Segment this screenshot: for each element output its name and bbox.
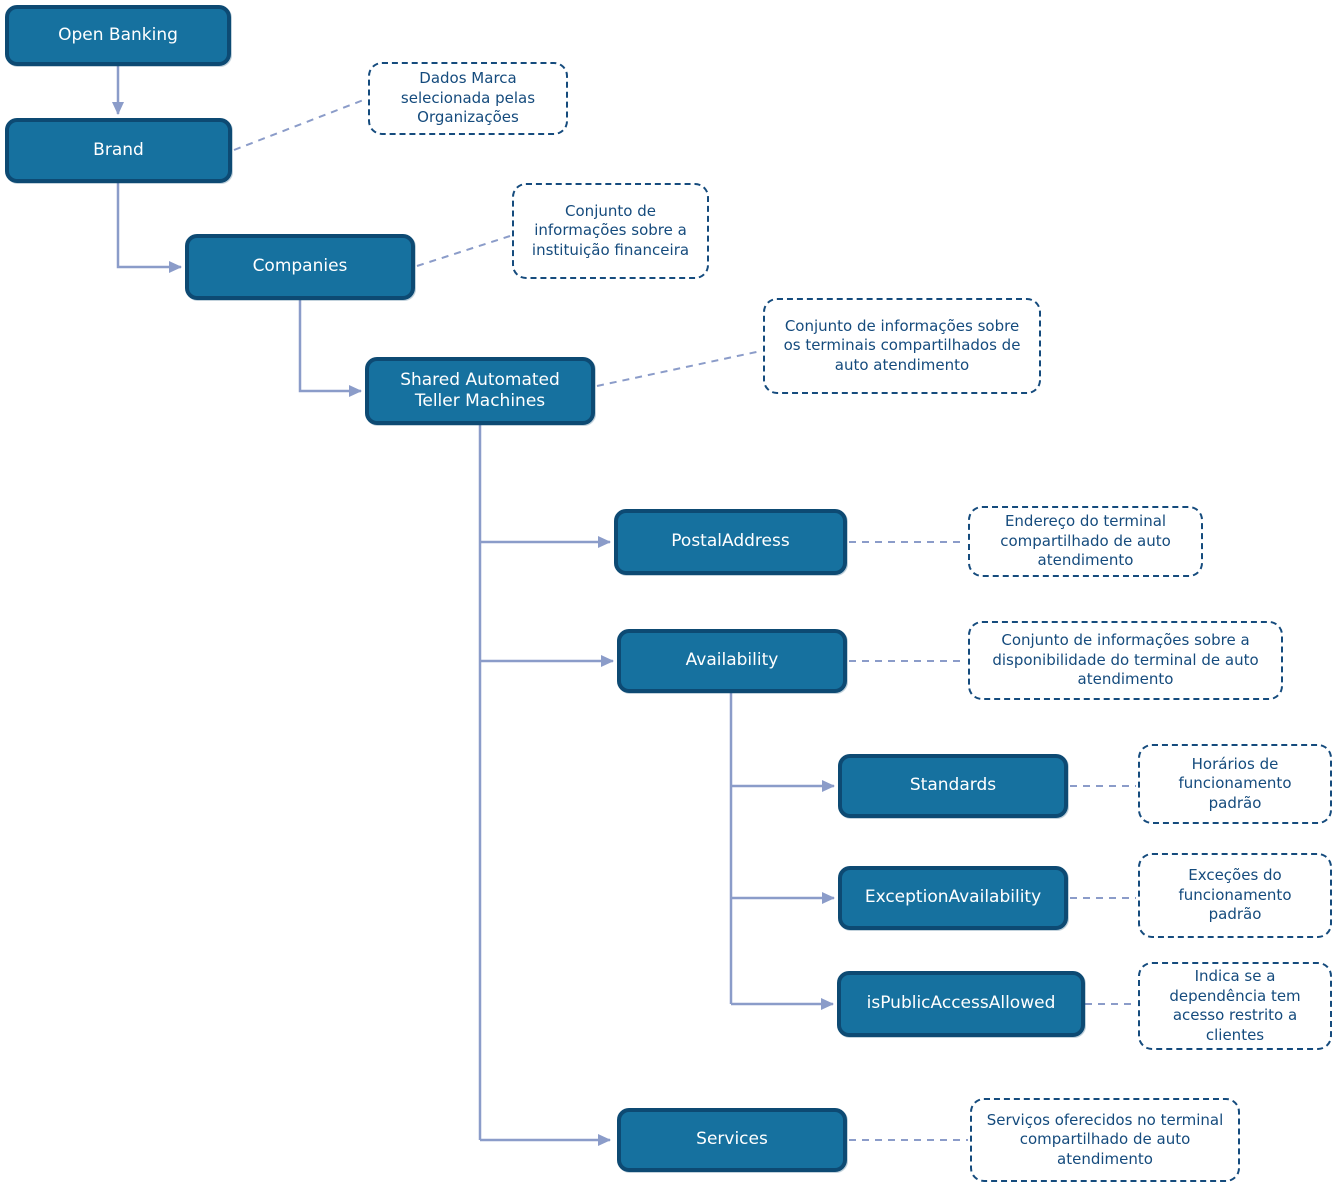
- callout-text: Serviços oferecidos no terminal comparti…: [986, 1110, 1224, 1168]
- callout-text: Conjunto de informações sobre a institui…: [531, 201, 690, 259]
- node-availability: Availability: [617, 629, 847, 693]
- callout-brand: Dados Marca selecionada pelas Organizaçõ…: [368, 62, 568, 135]
- callout-text: Exceções do funcionamento padrão: [1178, 866, 1292, 924]
- node-companies: Companies: [185, 234, 415, 300]
- node-label: Companies: [252, 256, 348, 277]
- node-label: Services: [696, 1129, 768, 1150]
- node-shared-atm: Shared Automated Teller Machines: [365, 357, 595, 425]
- solid-connectors: [112, 65, 835, 1146]
- node-label: Standards: [909, 775, 997, 796]
- connector-companies-satm: [298, 300, 362, 397]
- node-label: Open Banking: [58, 24, 178, 45]
- callout-postal-address: Endereço do terminal compartilhado de au…: [968, 506, 1203, 577]
- callout-shared-atm: Conjunto de informações sobre os termina…: [763, 298, 1041, 394]
- callout-text: Horários de funcionamento padrão: [1178, 754, 1292, 812]
- callout-services: Serviços oferecidos no terminal comparti…: [970, 1098, 1240, 1182]
- connector-brand-companies: [116, 183, 182, 273]
- callout-text: Conjunto de informações sobre a disponib…: [992, 631, 1259, 689]
- node-label: PostalAddress: [671, 531, 790, 552]
- callout-text: Indica se a dependência tem acesso restr…: [1169, 967, 1301, 1044]
- node-label: Brand: [93, 139, 144, 160]
- node-brand: Brand: [5, 118, 232, 183]
- callout-availability: Conjunto de informações sobre a disponib…: [968, 621, 1283, 700]
- dashed-satm-callout: [596, 350, 762, 387]
- node-is-public-access-allowed: isPublicAccessAllowed: [837, 971, 1085, 1037]
- dashed-companies-callout: [416, 235, 511, 267]
- callout-exception-availability: Exceções do funcionamento padrão: [1138, 853, 1332, 938]
- node-label: Availability: [685, 650, 779, 671]
- callout-text: Conjunto de informações sobre os termina…: [783, 316, 1021, 374]
- callout-text: Dados Marca selecionada pelas Organizaçõ…: [400, 69, 536, 127]
- callout-is-public-access-allowed: Indica se a dependência tem acesso restr…: [1138, 962, 1332, 1050]
- node-label: isPublicAccessAllowed: [866, 993, 1056, 1014]
- node-open-banking: Open Banking: [5, 5, 231, 66]
- callout-text: Endereço do terminal compartilhado de au…: [1000, 512, 1171, 570]
- callout-standards: Horários de funcionamento padrão: [1138, 744, 1332, 824]
- node-label: Shared Automated Teller Machines: [400, 369, 560, 411]
- callout-companies: Conjunto de informações sobre a institui…: [512, 183, 709, 279]
- node-label: ExceptionAvailability: [864, 887, 1042, 908]
- dashed-brand-callout: [233, 98, 367, 151]
- node-exception-availability: ExceptionAvailability: [838, 866, 1068, 930]
- node-services: Services: [617, 1108, 847, 1172]
- node-standards: Standards: [838, 754, 1068, 818]
- node-postal-address: PostalAddress: [614, 509, 847, 575]
